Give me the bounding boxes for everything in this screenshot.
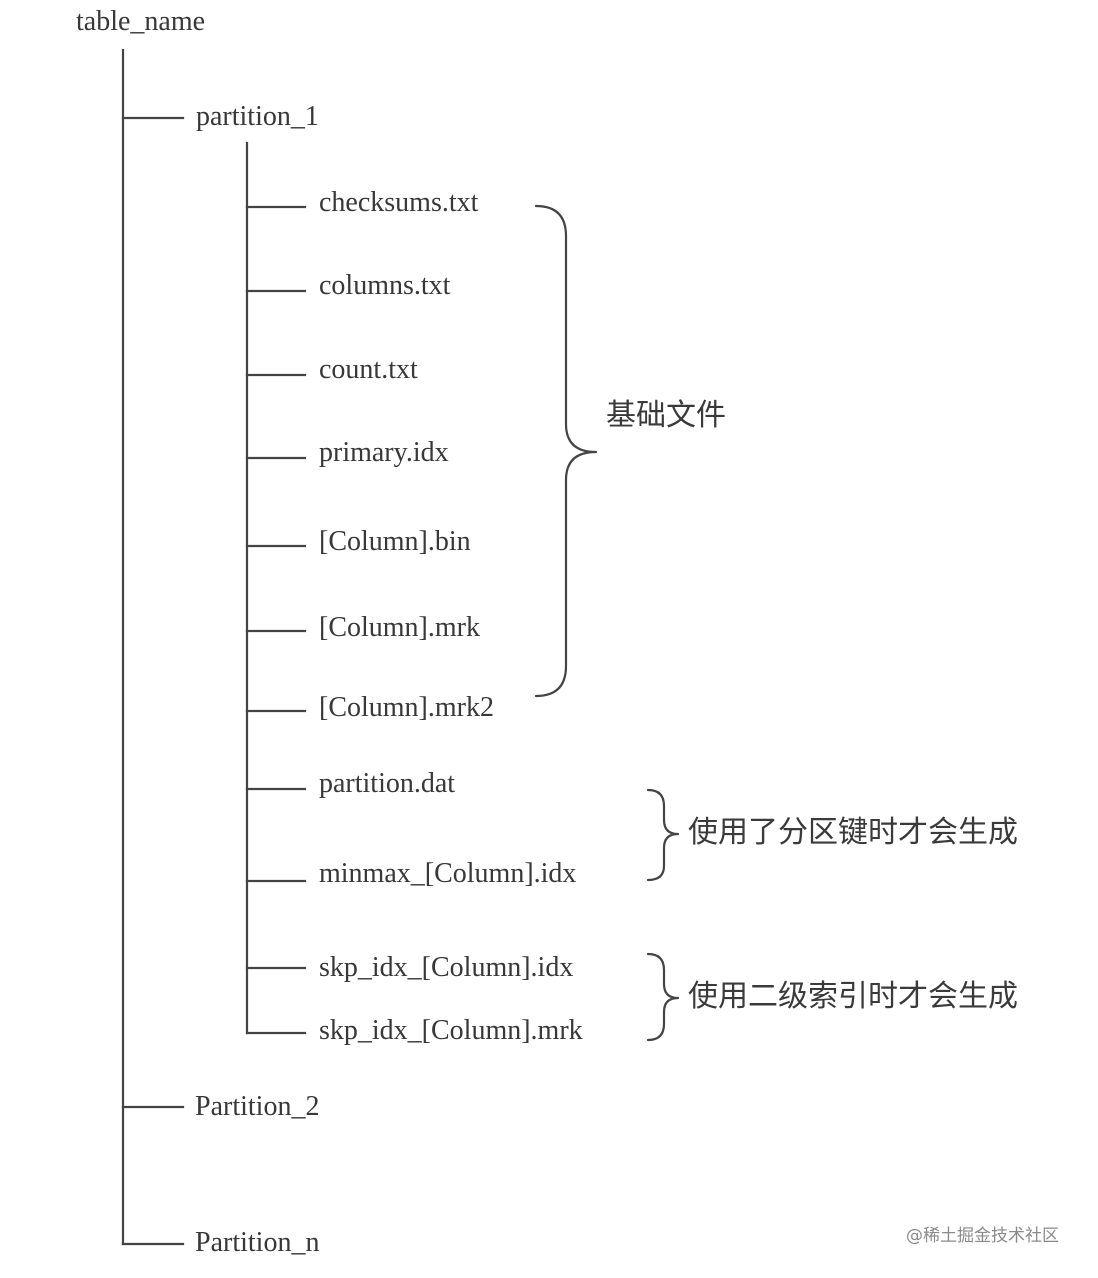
partition-1-label: partition_1 xyxy=(196,101,319,132)
file-columns: columns.txt xyxy=(319,270,451,301)
file-checksums: checksums.txt xyxy=(319,187,479,218)
partition-n-label: Partition_n xyxy=(195,1227,320,1258)
file-count: count.txt xyxy=(319,354,418,385)
note-basic-files: 基础文件 xyxy=(606,398,726,433)
file-skp-idx: skp_idx_[Column].idx xyxy=(319,952,574,983)
partition-2-label: Partition_2 xyxy=(195,1091,320,1122)
note-partition-key: 使用了分区键时才会生成 xyxy=(688,815,1018,850)
brace-secondary-index xyxy=(646,952,680,1042)
file-column-bin: [Column].bin xyxy=(319,526,471,557)
note-secondary-index: 使用二级索引时才会生成 xyxy=(688,979,1018,1014)
brace-basic-files xyxy=(534,204,598,698)
file-primary-idx: primary.idx xyxy=(319,437,449,468)
file-minmax-idx: minmax_[Column].idx xyxy=(319,858,577,889)
file-column-mrk2: [Column].mrk2 xyxy=(319,692,494,723)
watermark: @稀土掘金技术社区 xyxy=(906,1226,1059,1246)
file-column-mrk: [Column].mrk xyxy=(319,612,480,643)
brace-partition-key xyxy=(646,788,680,882)
file-skp-mrk: skp_idx_[Column].mrk xyxy=(319,1015,583,1046)
file-partition-dat: partition.dat xyxy=(319,768,456,799)
root-label: table_name xyxy=(76,6,206,37)
